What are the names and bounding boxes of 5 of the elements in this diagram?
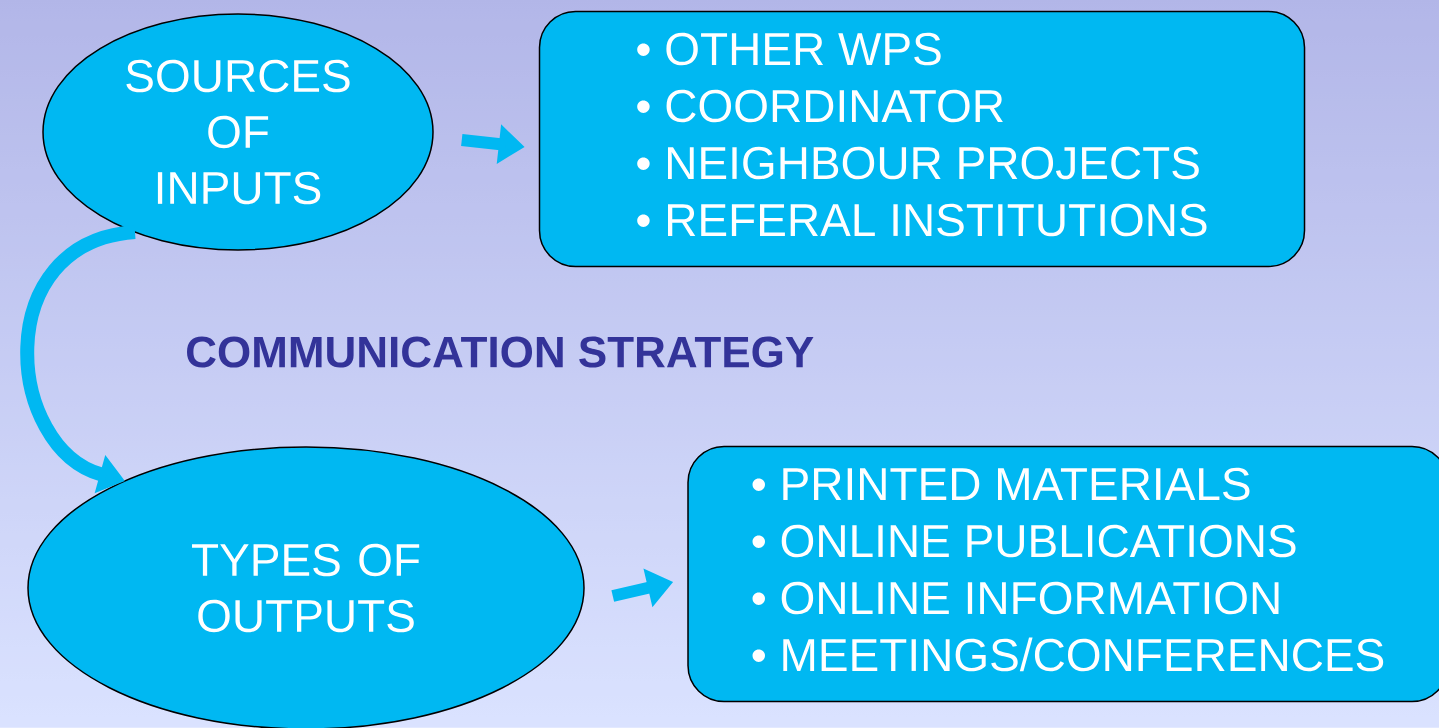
list-box: • OTHER WPS • COORDINATOR • NEIGHBOUR PROJECTS • REFERAL INSTITUTIONS [538, 10, 1306, 268]
list-box: • PRINTED MATERIALS • ONLINE PUBLICATIONS • ONLINE INFORMATION • MEETINGS/CONFERENCES [687, 445, 1439, 703]
ellipse-node: SOURCES OF INPUTS [42, 13, 434, 251]
heading: COMMUNICATION STRATEGY [187, 336, 814, 368]
ellipse-node: TYPES OF OUTPUTS [27, 446, 585, 728]
